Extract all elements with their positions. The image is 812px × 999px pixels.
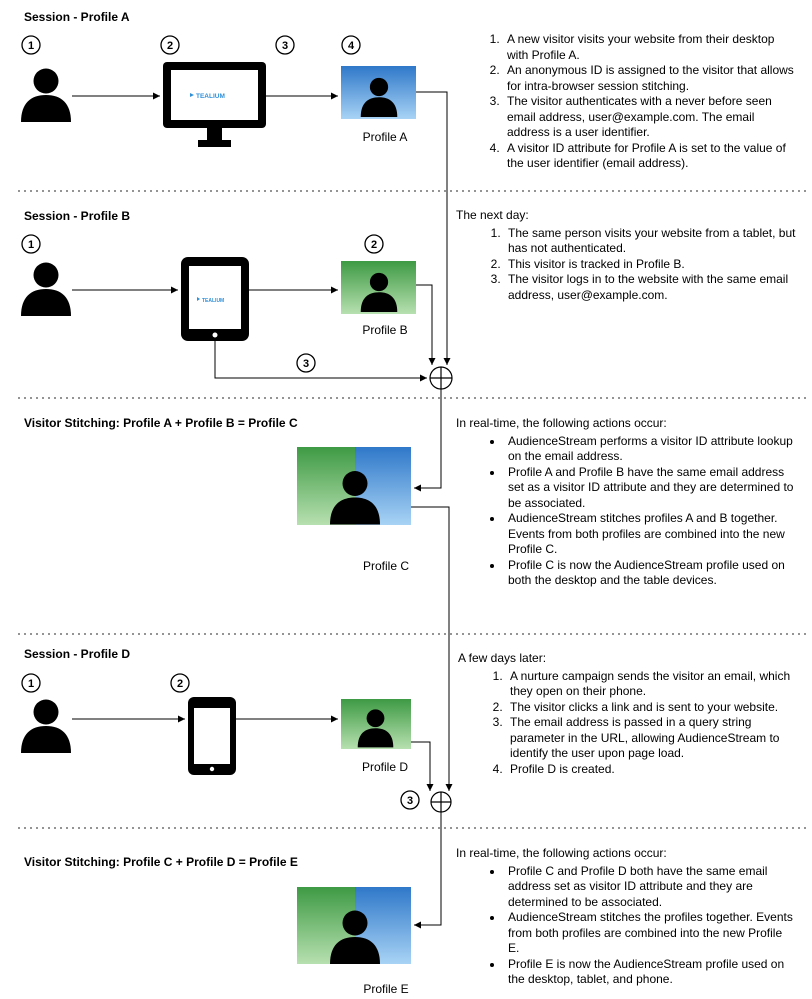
desktop-monitor-icon — [163, 62, 266, 147]
step-marker-a2: 2 — [160, 35, 180, 55]
merge-cd-lines — [411, 506, 453, 929]
step-marker-a3: 3 — [275, 35, 295, 55]
list-item: The email address is passed in a query s… — [506, 715, 798, 762]
step-marker-d3: 3 — [400, 790, 420, 810]
profile-e-label: Profile E — [363, 982, 409, 996]
description-c-list: AudienceStream performs a visitor ID att… — [456, 434, 796, 589]
profile-a-label: Profile A — [362, 130, 408, 144]
description-e-intro: In real-time, the following actions occu… — [456, 846, 667, 860]
list-item: Profile A and Profile B have the same em… — [504, 465, 796, 512]
svg-text:1: 1 — [28, 40, 34, 52]
svg-text:2: 2 — [167, 40, 173, 52]
section-b-graphics — [21, 257, 416, 341]
profile-b-photo — [341, 261, 416, 314]
section-d-graphics — [21, 697, 411, 775]
svg-text:1: 1 — [28, 678, 34, 690]
step-marker-b3: 3 — [296, 353, 316, 373]
merge-cd-circle — [430, 791, 452, 813]
list-item: The visitor logs in to the website with … — [504, 272, 796, 303]
list-item: Profile C is now the AudienceStream prof… — [504, 558, 796, 589]
svg-text:1: 1 — [28, 239, 34, 251]
tealium-logo-desktop: TEALIUM — [196, 93, 225, 100]
profile-d-label: Profile D — [361, 760, 408, 774]
description-d-intro: A few days later: — [458, 651, 547, 665]
tablet-icon — [181, 257, 249, 341]
svg-text:2: 2 — [177, 678, 183, 690]
visitor-d-icon — [21, 699, 71, 753]
visitor-b-icon — [21, 262, 71, 316]
list-item: This visitor is tracked in Profile B. — [504, 257, 796, 273]
profile-e-photo — [297, 887, 411, 964]
step-markers: 1 2 3 4 1 2 3 1 2 3 — [21, 35, 420, 810]
list-item: A new visitor visits your website from t… — [503, 32, 795, 63]
description-d-list: A nurture campaign sends the visitor an … — [458, 669, 798, 778]
step-marker-d1: 1 — [21, 673, 41, 693]
phone-icon — [188, 697, 236, 775]
profile-b-label: Profile B — [362, 323, 408, 337]
list-item: A nurture campaign sends the visitor an … — [506, 669, 798, 700]
list-item: AudienceStream performs a visitor ID att… — [504, 434, 796, 465]
svg-text:2: 2 — [371, 239, 377, 251]
step-marker-a1: 1 — [21, 35, 41, 55]
description-b: The next day: The same person visits you… — [456, 208, 796, 303]
profile-c-label: Profile C — [362, 559, 409, 573]
profile-d-photo — [341, 699, 411, 749]
list-item: Profile D is created. — [506, 762, 798, 778]
list-item: The same person visits your website from… — [504, 226, 796, 257]
list-item: An anonymous ID is assigned to the visit… — [503, 63, 795, 94]
description-e-list: Profile C and Profile D both have the sa… — [456, 864, 796, 988]
merge-ab-circle — [429, 366, 453, 390]
profile-a-photo — [341, 66, 416, 119]
list-item: AudienceStream stitches profiles A and B… — [504, 511, 796, 558]
list-item: The visitor authenticates with a never b… — [503, 94, 795, 141]
section-a-graphics — [21, 62, 416, 147]
description-d: A few days later: A nurture campaign sen… — [458, 651, 798, 777]
list-item: AudienceStream stitches the profiles tog… — [504, 910, 796, 957]
section-title-e: Visitor Stitching: Profile C + Profile D… — [24, 855, 298, 869]
description-c: In real-time, the following actions occu… — [456, 416, 796, 589]
description-e: In real-time, the following actions occu… — [456, 846, 796, 988]
list-item: Profile C and Profile D both have the sa… — [504, 864, 796, 911]
svg-text:3: 3 — [407, 795, 413, 807]
list-item: Profile E is now the AudienceStream prof… — [504, 957, 796, 988]
profile-c-photo — [297, 447, 411, 525]
step-marker-d2: 2 — [170, 673, 190, 693]
step-marker-b2: 2 — [364, 234, 384, 254]
svg-text:4: 4 — [348, 40, 355, 52]
svg-text:3: 3 — [282, 40, 288, 52]
section-title-b: Session - Profile B — [24, 209, 131, 223]
svg-text:3: 3 — [303, 358, 309, 370]
description-b-intro: The next day: — [456, 208, 529, 222]
list-item: A visitor ID attribute for Profile A is … — [503, 141, 795, 172]
section-title-d: Session - Profile D — [24, 647, 131, 661]
step-marker-b1: 1 — [21, 234, 41, 254]
description-b-list: The same person visits your website from… — [456, 226, 796, 304]
tealium-logo-tablet: TEALIUM — [202, 298, 224, 304]
list-item: The visitor clicks a link and is sent to… — [506, 700, 798, 716]
section-title-c: Visitor Stitching: Profile A + Profile B… — [24, 416, 298, 430]
step-marker-a4: 4 — [341, 35, 361, 55]
section-title-a: Session - Profile A — [24, 10, 130, 24]
visitor-a-icon — [21, 68, 71, 122]
description-a-list: A new visitor visits your website from t… — [455, 32, 795, 172]
merge-ab-lines — [214, 91, 451, 492]
description-a: A new visitor visits your website from t… — [455, 32, 795, 172]
description-c-intro: In real-time, the following actions occu… — [456, 416, 667, 430]
